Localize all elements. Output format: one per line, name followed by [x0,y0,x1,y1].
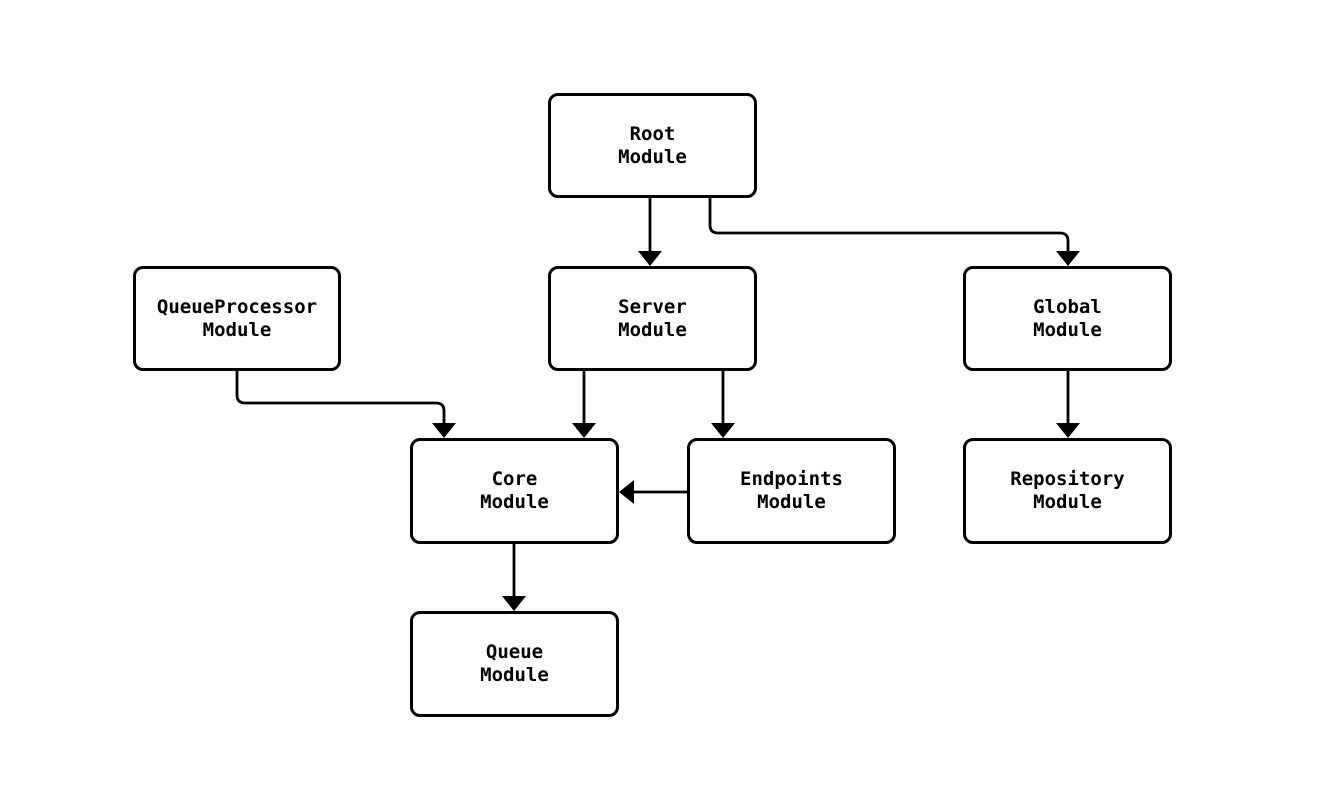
node-label-line2: Module [1033,318,1102,341]
node-label-line1: Core [491,468,538,490]
node-endpoints-module: Endpoints Module [687,438,896,544]
arrowhead-down-icon [1056,423,1080,438]
node-label-line2: Module [202,318,272,341]
node-queueprocessor-module: QueueProcessor Module [133,266,341,371]
edge-server-to-core [572,371,596,438]
arrowhead-down-icon [502,596,526,611]
node-label-line2: Module [480,491,549,513]
node-label-line2: Module [480,664,549,686]
edge-root-to-server [638,198,662,266]
node-label-line1: Server [618,295,687,318]
node-label-line2: Module [618,145,687,168]
edge-endpoints-to-core [619,480,688,504]
edge-root-to-global [708,198,1080,266]
arrowhead-left-icon [619,480,634,504]
arrowhead-down-icon [432,423,456,438]
node-label-line1: Endpoints [740,468,843,490]
node-queue-module: Queue Module [410,611,619,717]
edge-queueprocessor-to-core [235,371,456,438]
node-repository-module: Repository Module [963,438,1172,544]
edge-server-to-endpoints [711,371,735,438]
edge-global-to-repository [1056,371,1080,438]
node-core-module: Core Module [410,438,619,544]
arrowhead-down-icon [638,251,662,266]
node-label-line1: Root [629,122,676,145]
node-server-module: Server Module [548,266,757,371]
arrowhead-down-icon [711,423,735,438]
node-label-line1: QueueProcessor [156,295,318,318]
node-global-module: Global Module [963,266,1172,371]
arrowhead-down-icon [572,423,596,438]
node-root-module: Root Module [548,93,757,198]
node-label-line2: Module [757,491,826,513]
node-label-line1: Global [1033,295,1102,318]
arrowhead-down-icon [1056,251,1080,266]
node-label-line2: Module [1033,491,1102,513]
node-label-line1: Queue [485,641,544,663]
node-label-line2: Module [618,318,687,341]
node-label-line1: Repository [1010,468,1125,490]
edge-core-to-queue [502,544,526,611]
